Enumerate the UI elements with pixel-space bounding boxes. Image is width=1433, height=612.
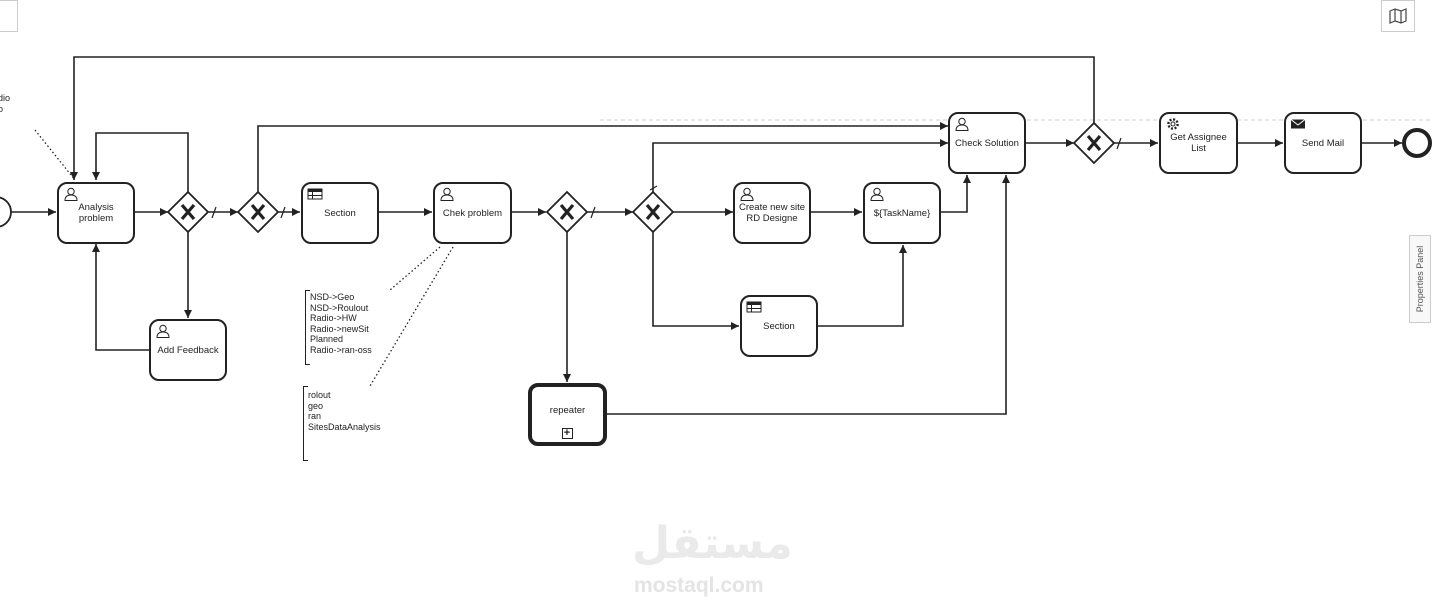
flow-gw1-loop-analysis[interactable] bbox=[92, 132, 189, 193]
flow-repeater-check[interactable] bbox=[606, 175, 1010, 415]
table-icon bbox=[307, 188, 323, 200]
flow-gw2-check-solution[interactable] bbox=[257, 122, 948, 193]
task-chek-problem[interactable]: Chek problem bbox=[433, 182, 512, 244]
annotation-bracket bbox=[303, 386, 308, 461]
task-label: Check Solution bbox=[955, 137, 1019, 149]
task-label: Analysis problem bbox=[78, 202, 114, 224]
annotation-bracket bbox=[305, 290, 310, 365]
association-line bbox=[389, 246, 441, 291]
task-section-1[interactable]: Section bbox=[301, 182, 379, 244]
flow-gw4-check[interactable] bbox=[652, 139, 948, 193]
user-icon bbox=[955, 117, 969, 131]
user-icon bbox=[156, 324, 170, 338]
default-marker bbox=[649, 185, 658, 191]
association-line bbox=[34, 129, 76, 181]
task-label: Send Mail bbox=[1301, 137, 1345, 149]
exclusive-gateway-4[interactable] bbox=[631, 190, 675, 234]
start-event[interactable] bbox=[0, 196, 12, 228]
default-marker bbox=[1116, 137, 1122, 150]
task-section-2[interactable]: Section bbox=[740, 295, 818, 357]
task-label: Section bbox=[324, 207, 356, 219]
expand-icon[interactable]: + bbox=[561, 428, 573, 439]
annotation-text-2[interactable]: rolout geo ran SitesDataAnalysis bbox=[308, 390, 381, 432]
subprocess-repeater[interactable]: repeater + bbox=[528, 383, 607, 446]
canvas-control-left[interactable] bbox=[0, 0, 18, 32]
minimap-toggle-button[interactable] bbox=[1381, 0, 1415, 32]
flow-feedback-analysis[interactable] bbox=[92, 244, 150, 351]
flow-taskname-check[interactable] bbox=[941, 175, 971, 213]
user-icon bbox=[64, 187, 78, 201]
flow-gw5-loop-analysis[interactable] bbox=[70, 56, 1095, 180]
task-add-feedback[interactable]: Add Feedback bbox=[149, 319, 227, 381]
watermark-arabic: مستقل bbox=[632, 518, 793, 569]
association-line bbox=[369, 246, 454, 387]
exclusive-gateway-3[interactable] bbox=[545, 190, 589, 234]
properties-panel-toggle[interactable]: Properties Panel bbox=[1409, 235, 1431, 323]
watermark-latin: mostaql.com bbox=[634, 574, 764, 597]
task-taskname[interactable]: ${TaskName} bbox=[863, 182, 941, 244]
properties-panel-label: Properties Panel bbox=[1415, 245, 1425, 313]
flow-gw4-section2[interactable] bbox=[652, 232, 739, 330]
task-label: Get Assignee List bbox=[1170, 132, 1227, 154]
task-analysis-problem[interactable]: Analysis problem bbox=[57, 182, 135, 244]
gear-icon bbox=[1167, 118, 1179, 130]
user-icon bbox=[440, 187, 454, 201]
task-label: Create new site RD Designe bbox=[738, 202, 805, 224]
task-send-mail[interactable]: Send Mail bbox=[1284, 112, 1362, 174]
task-check-solution[interactable]: Check Solution bbox=[948, 112, 1026, 174]
exclusive-gateway-2[interactable] bbox=[236, 190, 280, 234]
exclusive-gateway-1[interactable] bbox=[166, 190, 210, 234]
task-label: Add Feedback bbox=[157, 344, 219, 356]
task-label: Chek problem bbox=[442, 207, 503, 219]
map-icon bbox=[1389, 8, 1407, 24]
envelope-icon bbox=[1290, 119, 1306, 129]
user-icon bbox=[870, 187, 884, 201]
task-label: ${TaskName} bbox=[873, 207, 931, 219]
task-create-new-site[interactable]: Create new site RD Designe bbox=[733, 182, 811, 244]
flow-section2-taskname[interactable] bbox=[818, 245, 907, 327]
default-marker bbox=[280, 206, 286, 219]
default-marker bbox=[211, 206, 217, 219]
task-get-assignee-list[interactable]: Get Assignee List bbox=[1159, 112, 1238, 174]
partial-label: o bbox=[0, 104, 4, 114]
task-label: repeater bbox=[549, 405, 586, 416]
default-marker bbox=[590, 206, 596, 219]
partial-label: dio bbox=[0, 93, 11, 103]
task-label: Section bbox=[763, 320, 795, 332]
user-icon bbox=[740, 187, 754, 201]
exclusive-gateway-5[interactable] bbox=[1072, 121, 1116, 165]
end-event[interactable] bbox=[1402, 128, 1432, 158]
table-icon bbox=[746, 301, 762, 313]
annotation-text-1[interactable]: NSD->Geo NSD->Roulout Radio->HW Radio->n… bbox=[310, 292, 372, 355]
